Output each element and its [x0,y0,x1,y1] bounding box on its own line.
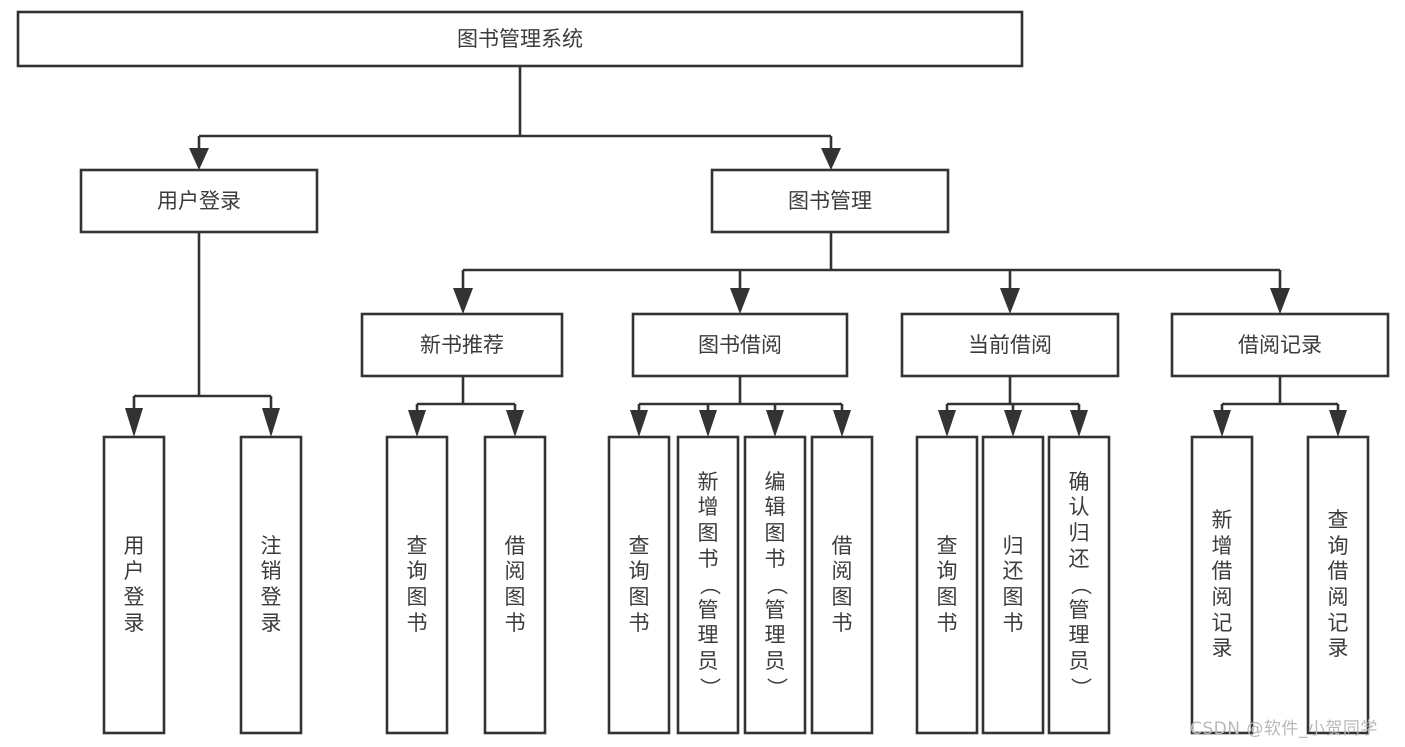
node-box-leaf-user-login[interactable] [102,435,166,735]
node-box-new-book-recommend[interactable] [360,312,564,378]
node-box-current-borrow[interactable] [900,312,1120,378]
node-box-leaf-confirm-return[interactable] [1047,435,1111,735]
arrow-head-leaf-query-record [1329,410,1347,437]
node-box-leaf-query-book-3[interactable] [915,435,979,735]
node-box-book-management[interactable] [710,168,950,234]
arrow-head-leaf-edit-book [766,410,784,437]
connector-borrow-record-to-leaves [1213,376,1347,437]
node-box-borrow-record[interactable] [1170,312,1390,378]
arrow-head-leaf-borrow-book-1 [506,410,524,437]
arrow-head-leaf-add-record [1213,410,1231,437]
node-box-leaf-query-book-1[interactable] [385,435,449,735]
node-box-leaf-edit-book[interactable] [743,435,807,735]
arrow-head-leaf-borrow-book-2 [833,410,851,437]
arrow-head-new-book [453,288,473,314]
node-label-new-book-recommend: 新书推荐 [420,333,504,357]
node-box-leaf-add-book[interactable] [676,435,740,735]
arrow-head-leaf-confirm-return [1070,410,1088,437]
connector-current-borrow-to-leaves [938,376,1088,437]
connector-book-management-to-level3 [453,232,1290,314]
arrow-head-leaf-user-logout [262,408,280,437]
arrow-head-book-borrow [730,288,750,314]
arrow-head-book-management [821,148,841,170]
arrow-head-leaf-user-login [125,408,143,437]
node-label-book-borrow: 图书借阅 [698,333,782,357]
arrow-head-leaf-return-book [1004,410,1022,437]
node-box-leaf-query-record[interactable] [1306,435,1370,735]
node-box-leaf-query-book-2[interactable] [607,435,671,735]
node-label-current-borrow: 当前借阅 [968,333,1052,357]
node-box-leaf-add-record[interactable] [1190,435,1254,735]
arrow-head-leaf-add-book [699,410,717,437]
node-box-leaf-return-book[interactable] [981,435,1045,735]
arrow-head-current-borrow [1000,288,1020,314]
node-box-book-borrow[interactable] [631,312,849,378]
watermark-credit: CSDN @软件_小贺同学 [1190,719,1378,739]
node-box-leaf-user-logout[interactable] [239,435,303,735]
connector-book-borrow-to-leaves [630,376,851,437]
node-box-leaf-borrow-book-2[interactable] [810,435,874,735]
arrow-head-leaf-query-book-2 [630,410,648,437]
connector-new-book-to-leaves [408,376,524,437]
arrow-head-leaf-query-book-3 [938,410,956,437]
node-label-user-login: 用户登录 [157,189,241,213]
connector-user-login-to-leaves [125,232,280,437]
node-label-book-management: 图书管理 [788,189,872,213]
node-box-user-login[interactable] [79,168,319,234]
connector-root-to-level2 [189,66,841,170]
arrow-head-user-login [189,148,209,170]
node-label-root: 图书管理系统 [457,27,583,51]
arrow-head-leaf-query-book-1 [408,410,426,437]
node-label-borrow-record: 借阅记录 [1238,333,1322,357]
arrow-head-borrow-record [1270,288,1290,314]
node-box-root[interactable] [16,10,1024,68]
node-box-leaf-borrow-book-1[interactable] [483,435,547,735]
